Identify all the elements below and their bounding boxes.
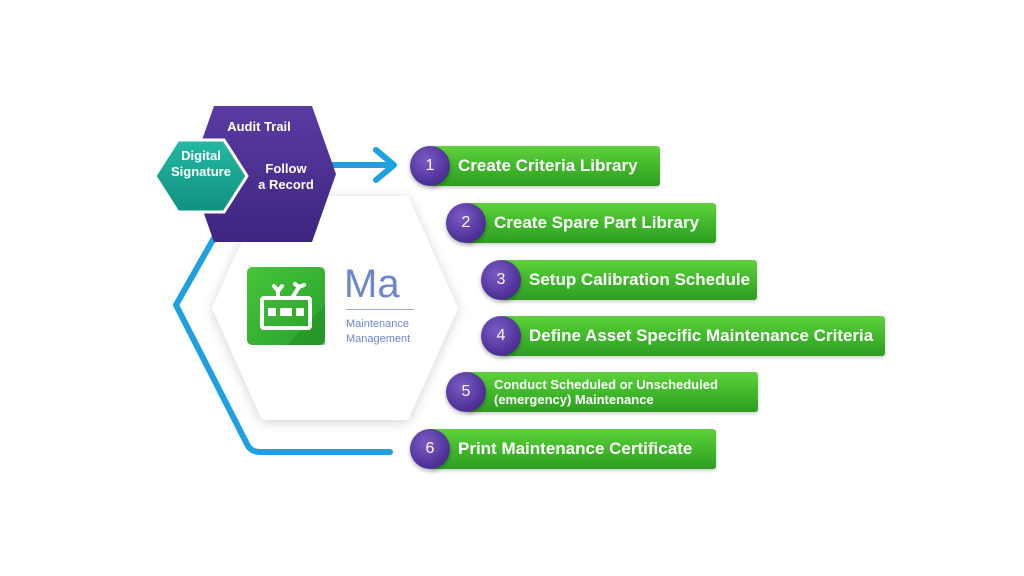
step-label: Print Maintenance Certificate (458, 439, 693, 458)
module-name: Maintenance Management (346, 318, 411, 345)
step-number: 5 (446, 372, 486, 412)
step-number: 6 (410, 429, 450, 469)
step-5: 5 Conduct Scheduled or Unscheduled (emer… (446, 372, 758, 412)
step-number: 3 (481, 260, 521, 300)
step-6: 6 Print Maintenance Certificate (410, 429, 716, 469)
arrow-head (373, 147, 397, 183)
step-bar (466, 203, 716, 243)
step-2: 2 Create Spare Part Library (446, 203, 716, 243)
step-bar (430, 429, 716, 469)
step-4: 4 Define Asset Specific Maintenance Crit… (481, 316, 885, 356)
signature-hexagon (153, 138, 249, 214)
module-divider (346, 309, 414, 310)
module-hexagon (212, 196, 458, 420)
step-bar (501, 260, 757, 300)
step-number: 1 (410, 146, 450, 186)
digital-signature-label: Digital Signature (171, 148, 231, 179)
module-abbreviation: Ma (344, 262, 400, 306)
toolbox-wrench-icon (260, 282, 325, 345)
return-connector (173, 235, 393, 455)
maintenance-app-icon (247, 267, 325, 345)
step-number: 2 (446, 203, 486, 243)
step-label: Define Asset Specific Maintenance Criter… (529, 326, 874, 345)
step-3: 3 Setup Calibration Schedule (481, 260, 757, 300)
step-number: 4 (481, 316, 521, 356)
step-label: Setup Calibration Schedule (529, 270, 751, 289)
step-bar (430, 146, 660, 186)
step-bar (466, 372, 758, 412)
step-bar (501, 316, 885, 356)
step-label: Create Spare Part Library (494, 213, 700, 232)
follow-record-label: Follow a Record (258, 161, 314, 192)
step-label: Conduct Scheduled or Unscheduled (emerge… (494, 377, 718, 407)
step-1: 1 Create Criteria Library (410, 146, 660, 186)
audit-trail-label: Audit Trail (227, 119, 291, 134)
step-label: Create Criteria Library (458, 156, 638, 175)
